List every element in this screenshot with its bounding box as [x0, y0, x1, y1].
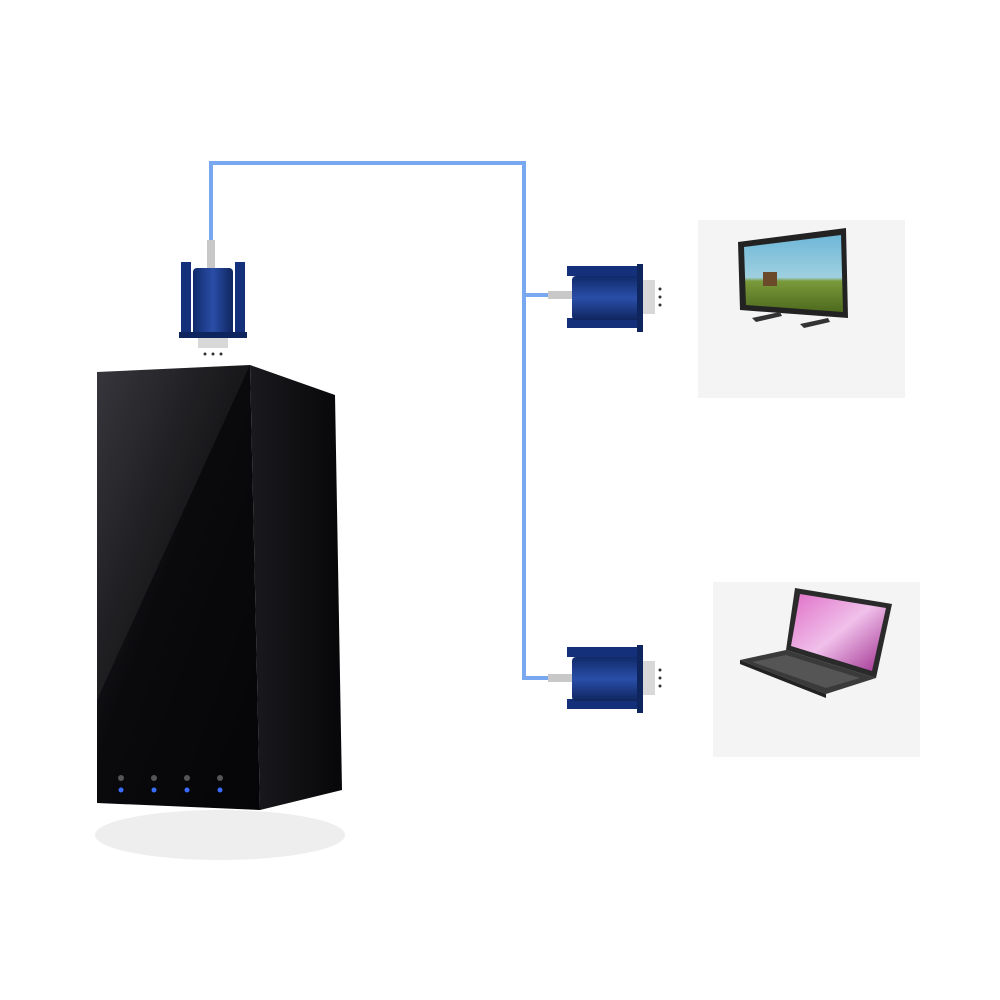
vga-cable — [209, 161, 550, 680]
computer-tower-icon — [95, 365, 345, 860]
vga-connector-icon — [179, 240, 247, 356]
power-led — [118, 787, 223, 793]
laptop-icon — [713, 582, 920, 757]
vga-connector-icon — [548, 645, 662, 713]
monitor-icon — [698, 220, 905, 398]
vga-connector-icon — [548, 264, 662, 332]
